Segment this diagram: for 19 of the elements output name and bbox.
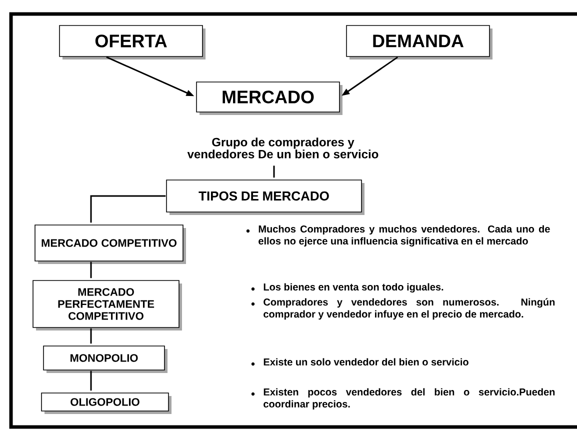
type-box: OLIGOPOLIO xyxy=(41,392,172,414)
type-box: MONOPOLIO xyxy=(43,346,168,373)
bullet-text: Muchos Compradores y muchos vendedores. Cada uno de ellos no ejerce una influencia significativa en el mercado xyxy=(246,225,550,247)
bullet-text: Existen pocos vendedores del bien o servicio.Pueden coordinar precios. xyxy=(251,388,555,410)
type-box: MERCADO PERFECTAMENTE COMPETITIVO xyxy=(32,280,182,330)
bullet-text: Existe un solo vendedor del bien o servicio xyxy=(251,358,468,366)
bullet-text: Compradores y vendedores son numerosos. Ningún comprador y vendedor infuye en el precio de mercado. xyxy=(251,298,555,320)
bullet-text: Los bienes en venta son todo iguales. xyxy=(251,283,444,293)
connector-line xyxy=(90,262,92,278)
concept-box: OFERTA xyxy=(59,25,206,60)
connector-line xyxy=(90,328,92,344)
concept-box: TIPOS DE MERCADO xyxy=(166,180,364,215)
connector-line xyxy=(90,370,92,391)
connector-line xyxy=(273,166,275,178)
type-box: MERCADO COMPETITIVO xyxy=(34,224,186,264)
concept-box: MERCADO xyxy=(196,82,342,115)
description-text: Grupo de compradores y vendedores De un bien o servicio xyxy=(187,138,378,158)
concept-box: DEMANDA xyxy=(346,25,492,60)
connector-line xyxy=(90,195,166,223)
